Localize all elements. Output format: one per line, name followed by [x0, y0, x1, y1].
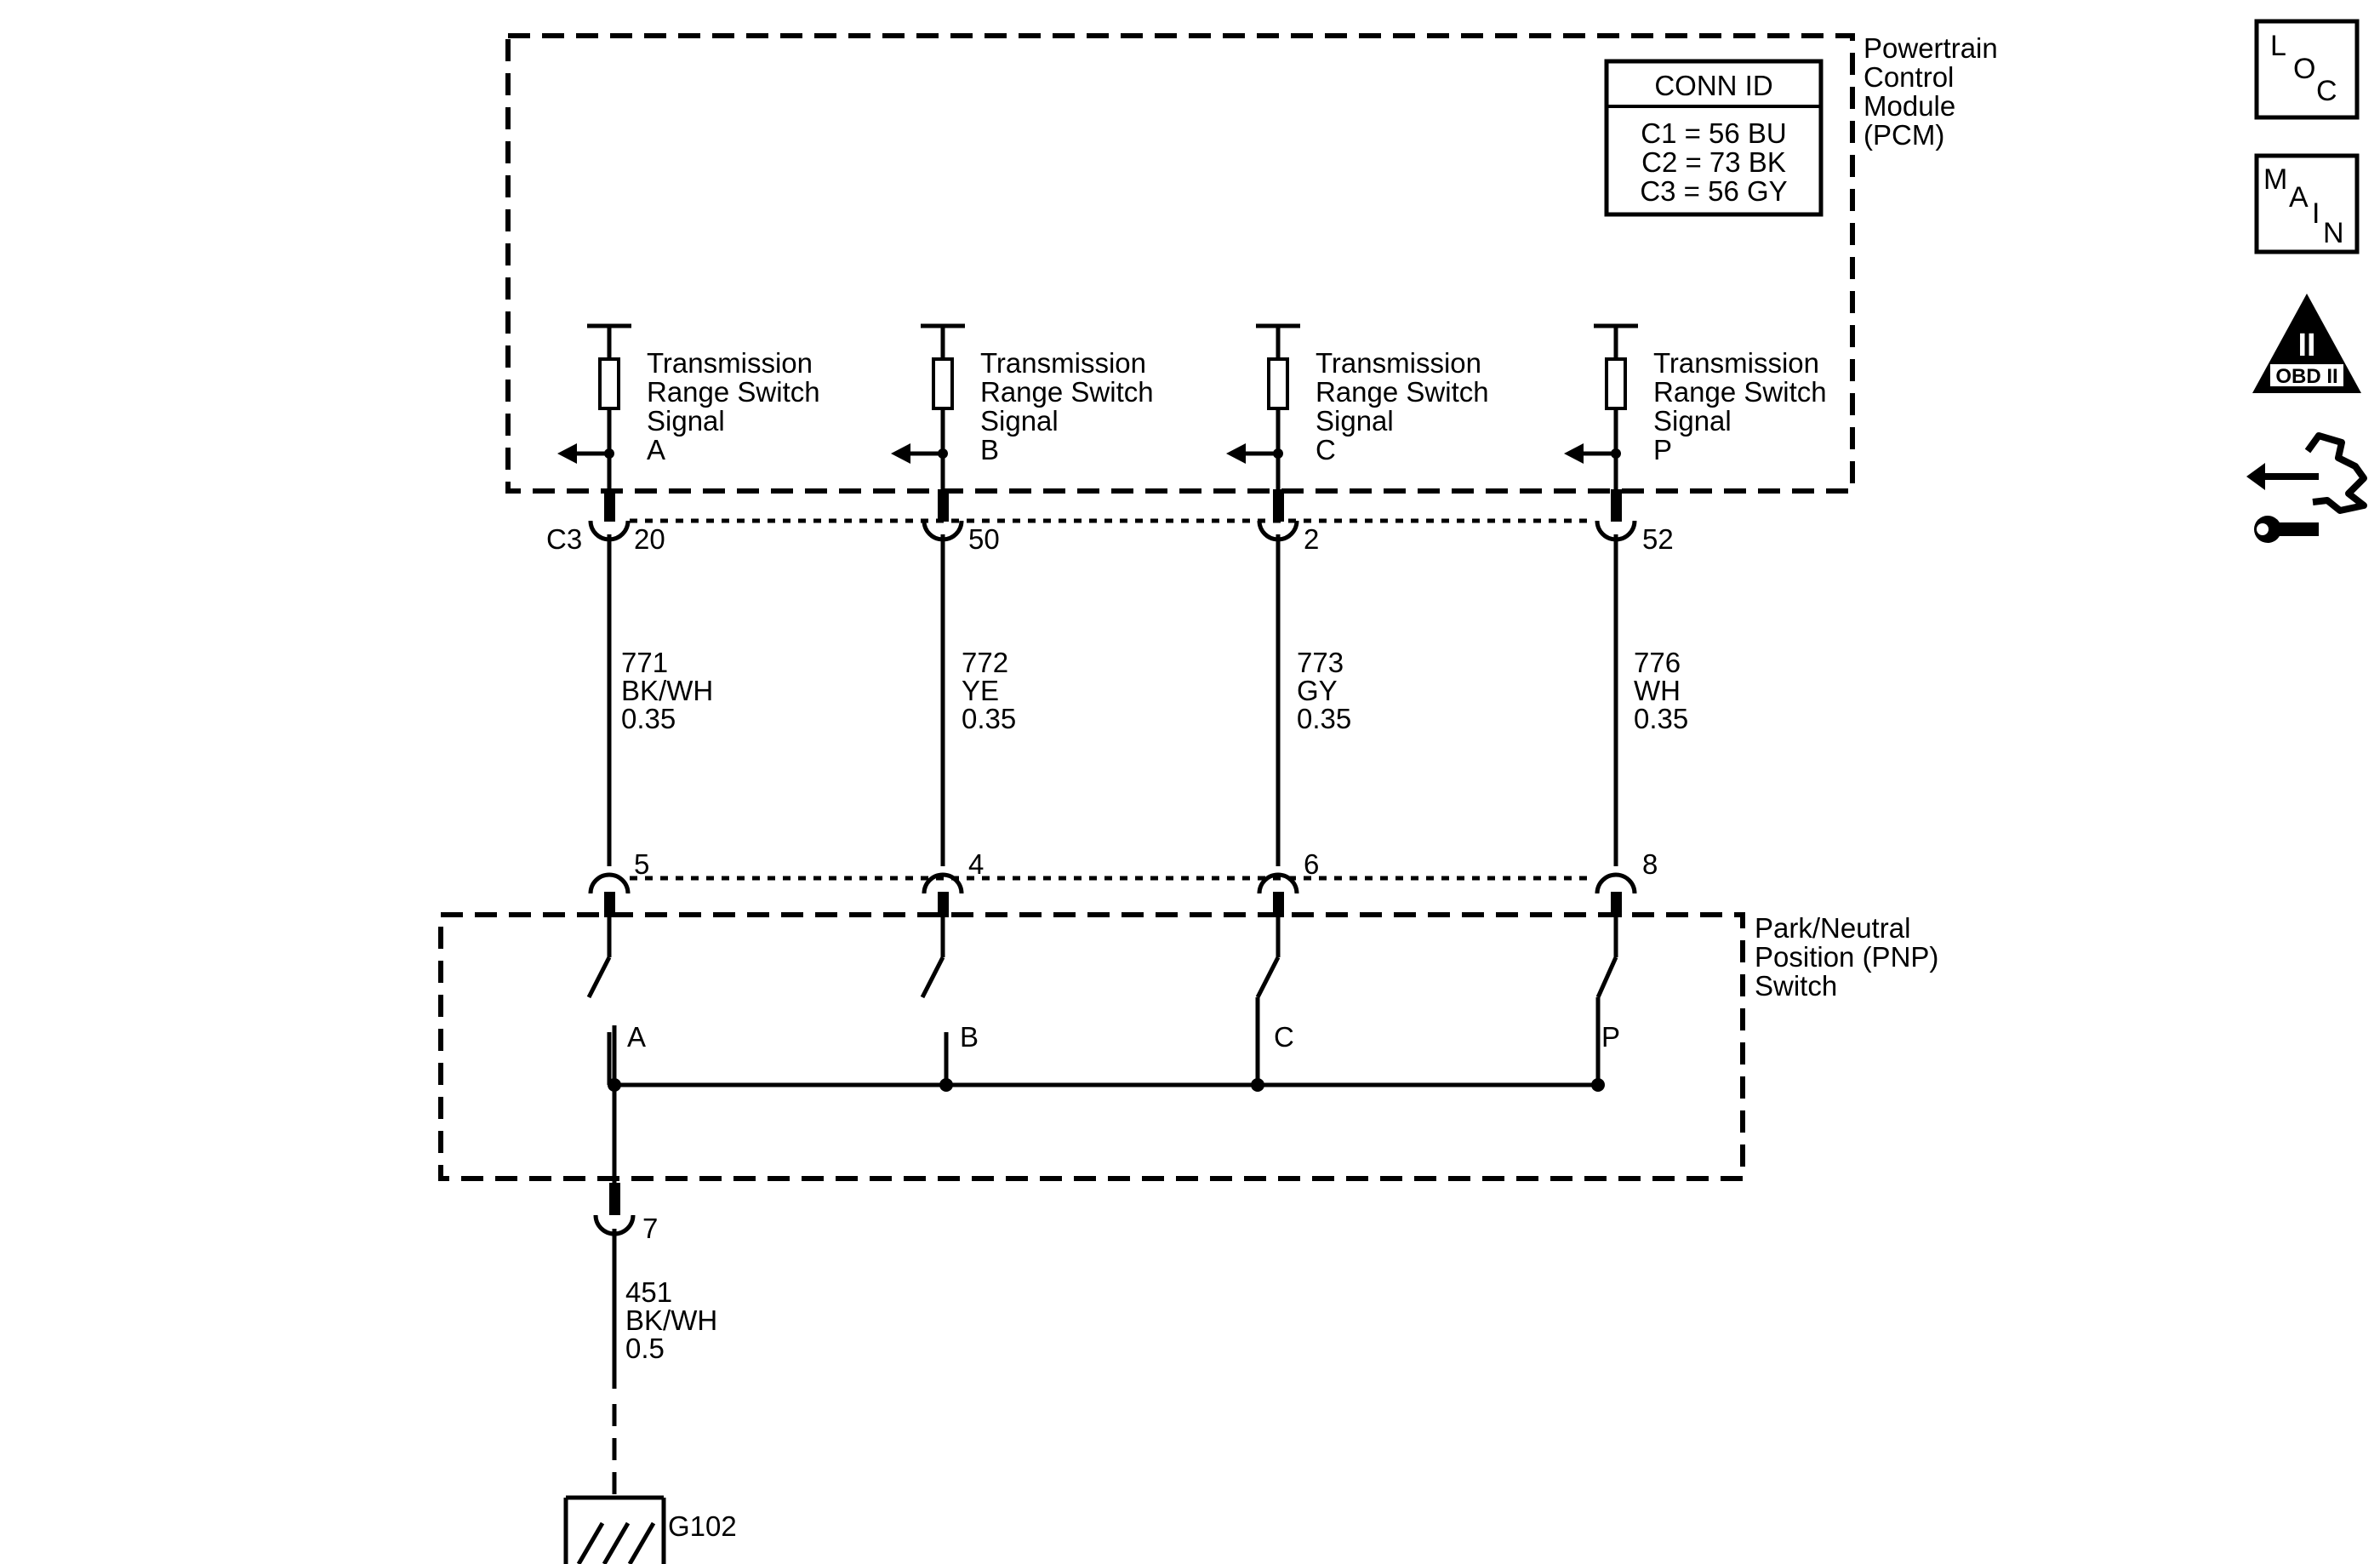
- circuit-number: 776: [1634, 647, 1681, 678]
- pcm-pin-number: 52: [1642, 523, 1674, 555]
- pnp-label-line: Park/Neutral: [1755, 912, 1910, 944]
- ground-circuit-number: 451: [625, 1276, 672, 1308]
- conn-id-row: C3 = 56 GY: [1640, 175, 1787, 207]
- pcm-pin-number: 2: [1304, 523, 1319, 555]
- switch-contact-label: C: [1274, 1021, 1294, 1053]
- signal-letter: B: [980, 434, 999, 465]
- wire-size: 0.35: [621, 703, 676, 734]
- ground-wire-color: BK/WH: [625, 1304, 717, 1336]
- pnp-pin-number: 5: [634, 848, 649, 880]
- wire-color: GY: [1297, 675, 1338, 706]
- signal-label-line: Signal: [647, 405, 725, 437]
- signal-letter: P: [1653, 434, 1672, 465]
- signal-label-line: Transmission: [1316, 347, 1481, 379]
- pnp-label: Park/Neutral Position (PNP) Switch: [1755, 912, 1938, 1002]
- loc-icon-letter: L: [2270, 30, 2286, 62]
- conn-id-row: C2 = 73 BK: [1641, 146, 1786, 178]
- loc-icon-letter: C: [2316, 75, 2337, 107]
- circuit-p: Transmission Range Switch Signal P 52 77…: [1564, 323, 1827, 1085]
- main-icon-letter: N: [2323, 217, 2344, 249]
- conn-id-table: CONN ID C1 = 56 BU C2 = 73 BK C3 = 56 GY: [1604, 59, 1824, 217]
- circuit-number: 772: [962, 647, 1008, 678]
- signal-label-line: Signal: [1653, 405, 1732, 437]
- wire-size: 0.35: [1634, 703, 1688, 734]
- signal-label-line: Range Switch: [1316, 376, 1489, 408]
- main-icon[interactable]: M A I N: [2254, 153, 2360, 254]
- wire-size: 0.35: [1297, 703, 1351, 734]
- pcm-label-line: Control: [1863, 61, 1954, 93]
- conn-id-title: CONN ID: [1654, 70, 1772, 101]
- switch-contact-label: A: [627, 1021, 646, 1053]
- circuit-c: Transmission Range Switch Signal C 2 773…: [1226, 323, 1489, 1085]
- pnp-switch-box: [438, 912, 1745, 1181]
- pcm-label-line: Powertrain: [1863, 32, 1998, 64]
- ground-symbol-g102: G102: [563, 1495, 737, 1564]
- conn-id-row: C1 = 56 BU: [1641, 117, 1787, 149]
- pcm-label-line: (PCM): [1863, 119, 1944, 151]
- loc-icon[interactable]: L O C: [2254, 19, 2360, 120]
- signal-label-line: Signal: [1316, 405, 1394, 437]
- circuit-b: Transmission Range Switch Signal B 50 77…: [891, 323, 1154, 1085]
- pnp-common-bus: [608, 1025, 1605, 1183]
- main-icon-letter: M: [2263, 163, 2287, 196]
- wire-color: WH: [1634, 675, 1681, 706]
- pcm-module-box: [505, 33, 1855, 494]
- signal-label-line: Range Switch: [647, 376, 820, 408]
- pcm-connector-label: C3: [546, 523, 582, 555]
- obd-ii-icon[interactable]: II OBD II: [2252, 294, 2361, 393]
- main-icon-letter: A: [2289, 181, 2309, 214]
- pnp-pin-number: 4: [968, 848, 984, 880]
- connector-diagnostic-icon[interactable]: [2246, 432, 2367, 543]
- circuit-number: 771: [621, 647, 668, 678]
- pnp-pin-number: 6: [1304, 848, 1319, 880]
- ground-wire-size: 0.5: [625, 1333, 665, 1364]
- signal-label-line: Signal: [980, 405, 1059, 437]
- pcm-pin-number: 20: [634, 523, 665, 555]
- obd-icon-text: OBD II: [2275, 365, 2337, 388]
- signal-label-line: Range Switch: [980, 376, 1154, 408]
- wire-size: 0.35: [962, 703, 1016, 734]
- loc-icon-letter: O: [2293, 53, 2315, 85]
- signal-letter: C: [1316, 434, 1336, 465]
- signal-letter: A: [647, 434, 665, 465]
- pnp-label-line: Switch: [1755, 970, 1837, 1002]
- wire-color: BK/WH: [621, 675, 713, 706]
- switch-contact-label: P: [1601, 1021, 1620, 1053]
- obd-icon-numeral: II: [2297, 328, 2315, 363]
- circuit-a: Transmission Range Switch Signal A 20 77…: [557, 323, 820, 1085]
- signal-label-line: Transmission: [647, 347, 813, 379]
- circuit-number: 773: [1297, 647, 1344, 678]
- switch-contact-label: B: [960, 1021, 979, 1053]
- pnp-label-line: Position (PNP): [1755, 941, 1938, 973]
- ground-label: G102: [668, 1510, 737, 1542]
- signal-label-line: Transmission: [1653, 347, 1819, 379]
- ground-pin-number: 7: [642, 1213, 658, 1244]
- main-icon-letter: I: [2312, 197, 2320, 230]
- ground-circuit: 7 451 BK/WH 0.5: [593, 1183, 717, 1498]
- pcm-label: Powertrain Control Module (PCM): [1863, 32, 1998, 151]
- signal-label-line: Transmission: [980, 347, 1146, 379]
- wire-color: YE: [962, 675, 999, 706]
- signal-label-line: Range Switch: [1653, 376, 1827, 408]
- pcm-pin-number: 50: [968, 523, 1000, 555]
- pcm-label-line: Module: [1863, 90, 1955, 122]
- pnp-pin-number: 8: [1642, 848, 1658, 880]
